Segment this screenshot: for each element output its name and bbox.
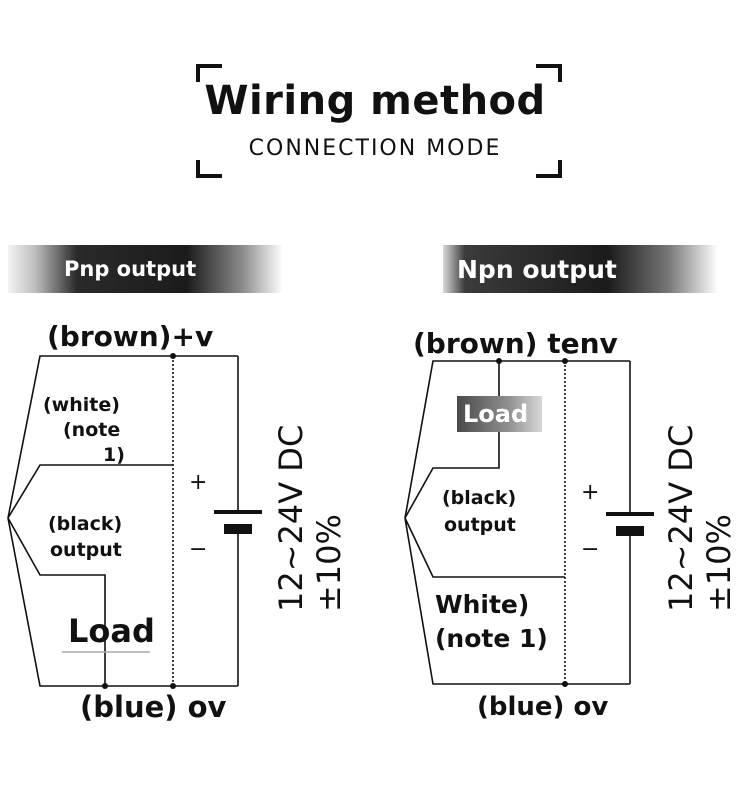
npn-white-label-1: White)	[435, 590, 530, 619]
npn-black-label-1: (black)	[442, 487, 517, 509]
npn-load-label: Load	[463, 400, 529, 428]
npn-brown-label: (brown) tenv	[413, 327, 618, 360]
pnp-junction-blue-2	[170, 683, 176, 689]
pnp-minus-sign: −	[189, 537, 208, 562]
npn-tolerance-label: ±10%	[700, 514, 738, 612]
npn-banner: Npn output	[443, 245, 718, 293]
npn-battery-short-plate	[616, 526, 644, 536]
npn-plus-sign: +	[581, 480, 600, 505]
pnp-black-label-2: output	[50, 539, 122, 561]
pnp-banner: Pnp output	[8, 245, 283, 293]
npn-white-wire	[404, 517, 565, 578]
pnp-white-label-2: (note	[63, 419, 121, 441]
npn-junction-top-1	[496, 358, 502, 364]
corner-bottom-left	[196, 160, 222, 178]
pnp-white-label-3: 1)	[103, 444, 125, 466]
pnp-junction-blue-1	[102, 683, 108, 689]
pnp-tolerance-label: ±10%	[310, 514, 348, 612]
page-title: Wiring method	[204, 78, 546, 124]
page-subtitle: CONNECTION MODE	[248, 136, 502, 161]
npn-load-box: Load	[457, 396, 542, 432]
npn-battery-long-plate	[606, 512, 654, 516]
npn-banner-label: Npn output	[457, 254, 617, 284]
corner-top-left	[196, 64, 222, 82]
npn-junction-blue	[562, 681, 568, 687]
pnp-plus-sign: +	[189, 470, 208, 495]
pnp-banner-label: Pnp output	[64, 257, 197, 281]
npn-blue-label: (blue) ov	[477, 692, 609, 722]
corner-bottom-right	[536, 160, 562, 178]
pnp-black-wire	[7, 517, 106, 686]
npn-black-label-2: output	[444, 514, 516, 536]
pnp-battery-long-plate	[214, 510, 262, 514]
pnp-brown-label: (brown)+v	[47, 320, 214, 353]
pnp-junction-top	[170, 353, 176, 359]
corner-top-right	[536, 64, 562, 82]
pnp-white-wire	[7, 464, 173, 519]
pnp-blue-label: (blue) ov	[80, 690, 227, 724]
npn-voltage-label: 12∼24V DC	[662, 424, 700, 612]
pnp-battery-short-plate	[224, 524, 252, 534]
npn-white-label-2: (note 1)	[435, 624, 548, 653]
npn-junction-top-2	[562, 358, 568, 364]
pnp-voltage-label: 12∼24V DC	[272, 424, 310, 612]
pnp-load-label: Load	[68, 612, 155, 650]
pnp-white-label-1: (white)	[43, 394, 120, 416]
npn-minus-sign: −	[581, 537, 600, 562]
pnp-black-label-1: (black)	[48, 513, 123, 535]
